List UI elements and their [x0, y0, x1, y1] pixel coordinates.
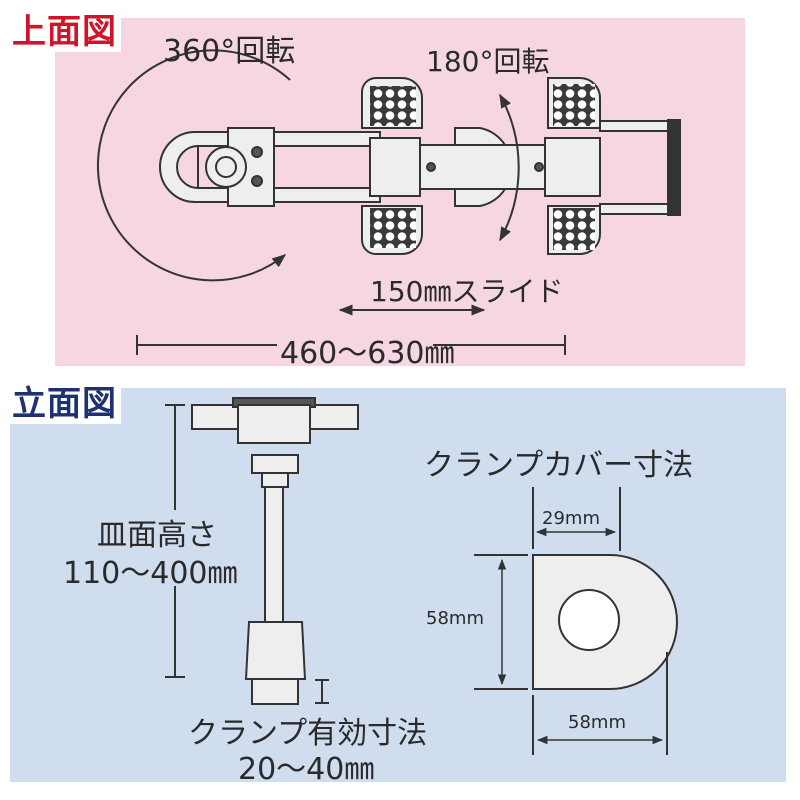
top-view-title: 上面図 — [8, 12, 121, 52]
clamp-effective-value: 20〜40㎜ — [238, 752, 375, 787]
elevation-drawing — [165, 397, 678, 755]
slide-label: 150㎜スライド — [370, 275, 564, 308]
rotation-180-label: 180°回転 — [426, 45, 550, 78]
cover-top-width: 29mm — [542, 508, 600, 529]
rotation-180-arrow — [499, 93, 520, 242]
clamp-effective-label: クランプ有効寸法 — [188, 716, 428, 751]
cover-height: 58mm — [426, 608, 484, 629]
length-label: 460〜630㎜ — [280, 336, 455, 371]
elevation-view-title: 立面図 — [8, 384, 121, 424]
top-view-drawing — [96, 49, 681, 355]
plate-height-label: 皿面高さ — [97, 518, 217, 553]
rotation-360-label: 360°回転 — [163, 34, 296, 69]
plate-height-value: 110〜400㎜ — [63, 556, 238, 591]
cover-bottom-width: 58mm — [568, 712, 626, 733]
rotation-360-arrow — [96, 49, 291, 282]
clamp-cover-title: クランプカバー寸法 — [424, 448, 694, 483]
